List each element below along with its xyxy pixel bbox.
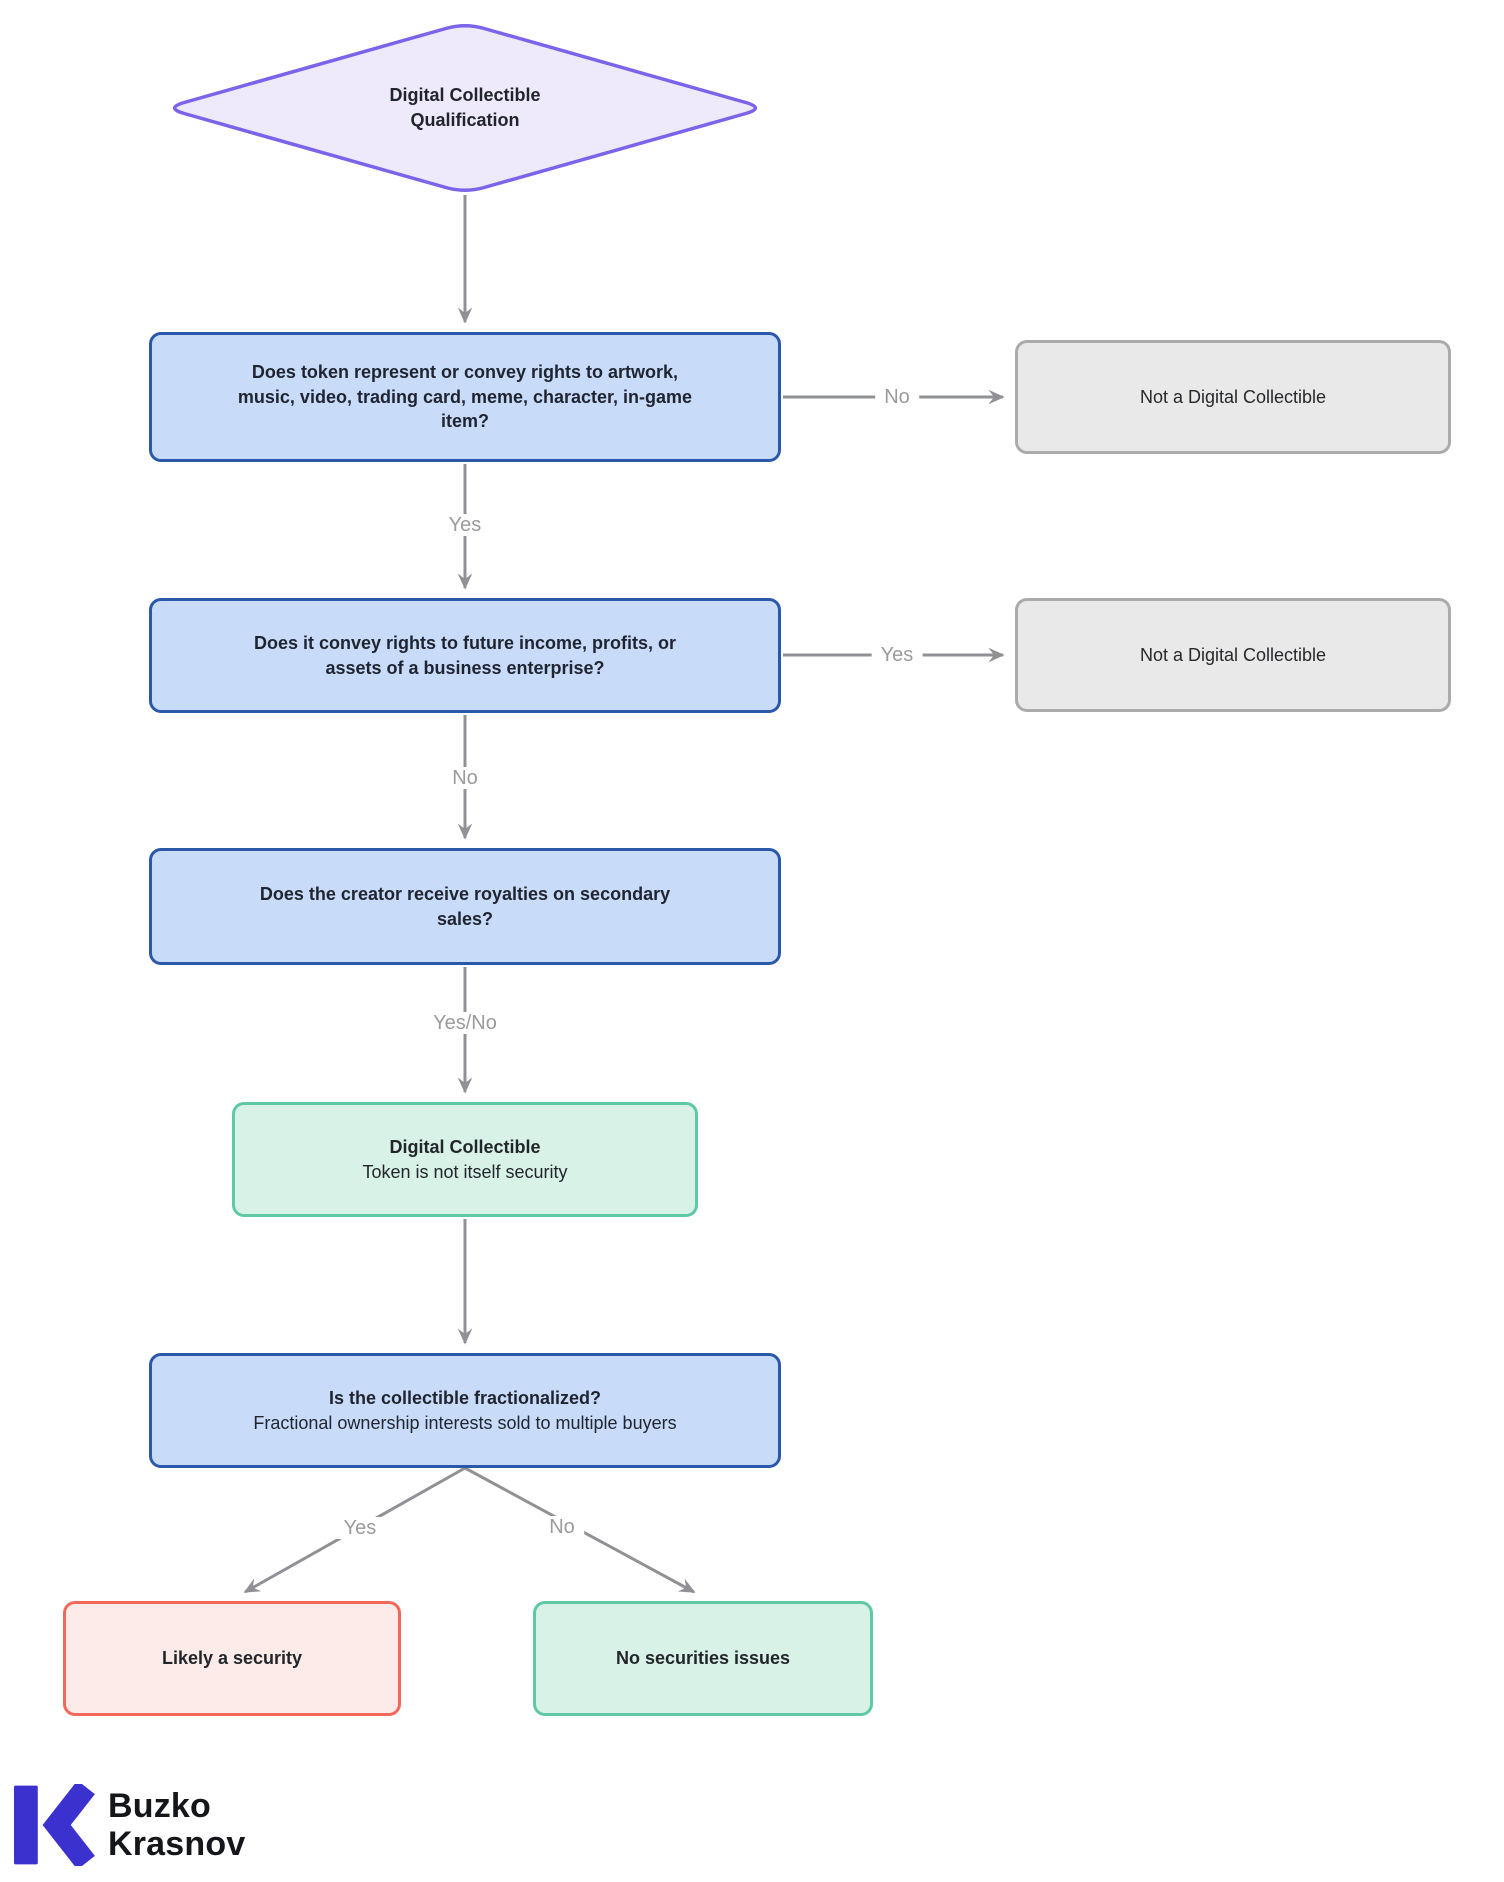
start-node-label: Digital Collectible Qualification [389,84,541,130]
node-digital-collectible: Digital Collectible Token is not itself … [232,1102,698,1217]
edge-label-yes-no: Yes/No [424,1012,506,1034]
edge-label-no-2: No [443,767,487,789]
node-not-a-digital-collectible-2: Not a Digital Collectible [1015,598,1451,712]
node-not-collectible-2-text: Not a Digital Collectible [1139,644,1327,665]
buzko-krasnov-logo-icon [14,1784,95,1866]
node-not-collectible-1-text: Not a Digital Collectible [1139,386,1327,407]
node-no-issues-text: No securities issues [615,1648,791,1669]
node-likely-a-security: Likely a security [63,1601,401,1716]
node-q2-future-income: Does it convey rights to future income, … [149,598,781,713]
edge-label-yes-2: Yes [871,644,923,666]
buzko-krasnov-logo: Buzko Krasnov [14,1784,245,1866]
node-q3-text: Does the creator receive royalties on se… [259,883,671,929]
node-q4-fractionalized: Is the collectible fractionalized? Fract… [149,1353,781,1468]
node-not-a-digital-collectible-1: Not a Digital Collectible [1015,340,1451,454]
node-digital-collectible-subtitle: Token is not itself security [362,1161,568,1182]
node-q1-token-rights: Does token represent or convey rights to… [149,332,781,462]
edge-label-no-branch: No [540,1516,584,1538]
node-security-text: Likely a security [161,1648,303,1669]
edge-label-no-1: No [875,386,919,408]
node-no-securities-issues: No securities issues [533,1601,873,1716]
node-q1-text: Does token represent or convey rights to… [237,361,693,432]
logo-line-2: Krasnov [108,1825,246,1863]
edge-label-yes-1: Yes [439,514,491,536]
logo-line-1: Buzko [108,1786,211,1825]
node-digital-collectible-title: Digital Collectible [389,1136,541,1157]
node-q4-title: Is the collectible fractionalized? [328,1387,602,1408]
node-q3-royalties: Does the creator receive royalties on se… [149,848,781,965]
node-q4-subtitle: Fractional ownership interests sold to m… [253,1412,677,1433]
start-diamond-shape [172,24,758,192]
buzko-krasnov-logo-text: Buzko Krasnov [108,1787,245,1864]
edge-label-yes-branch: Yes [334,1517,386,1539]
node-q2-text: Does it convey rights to future income, … [253,632,677,678]
